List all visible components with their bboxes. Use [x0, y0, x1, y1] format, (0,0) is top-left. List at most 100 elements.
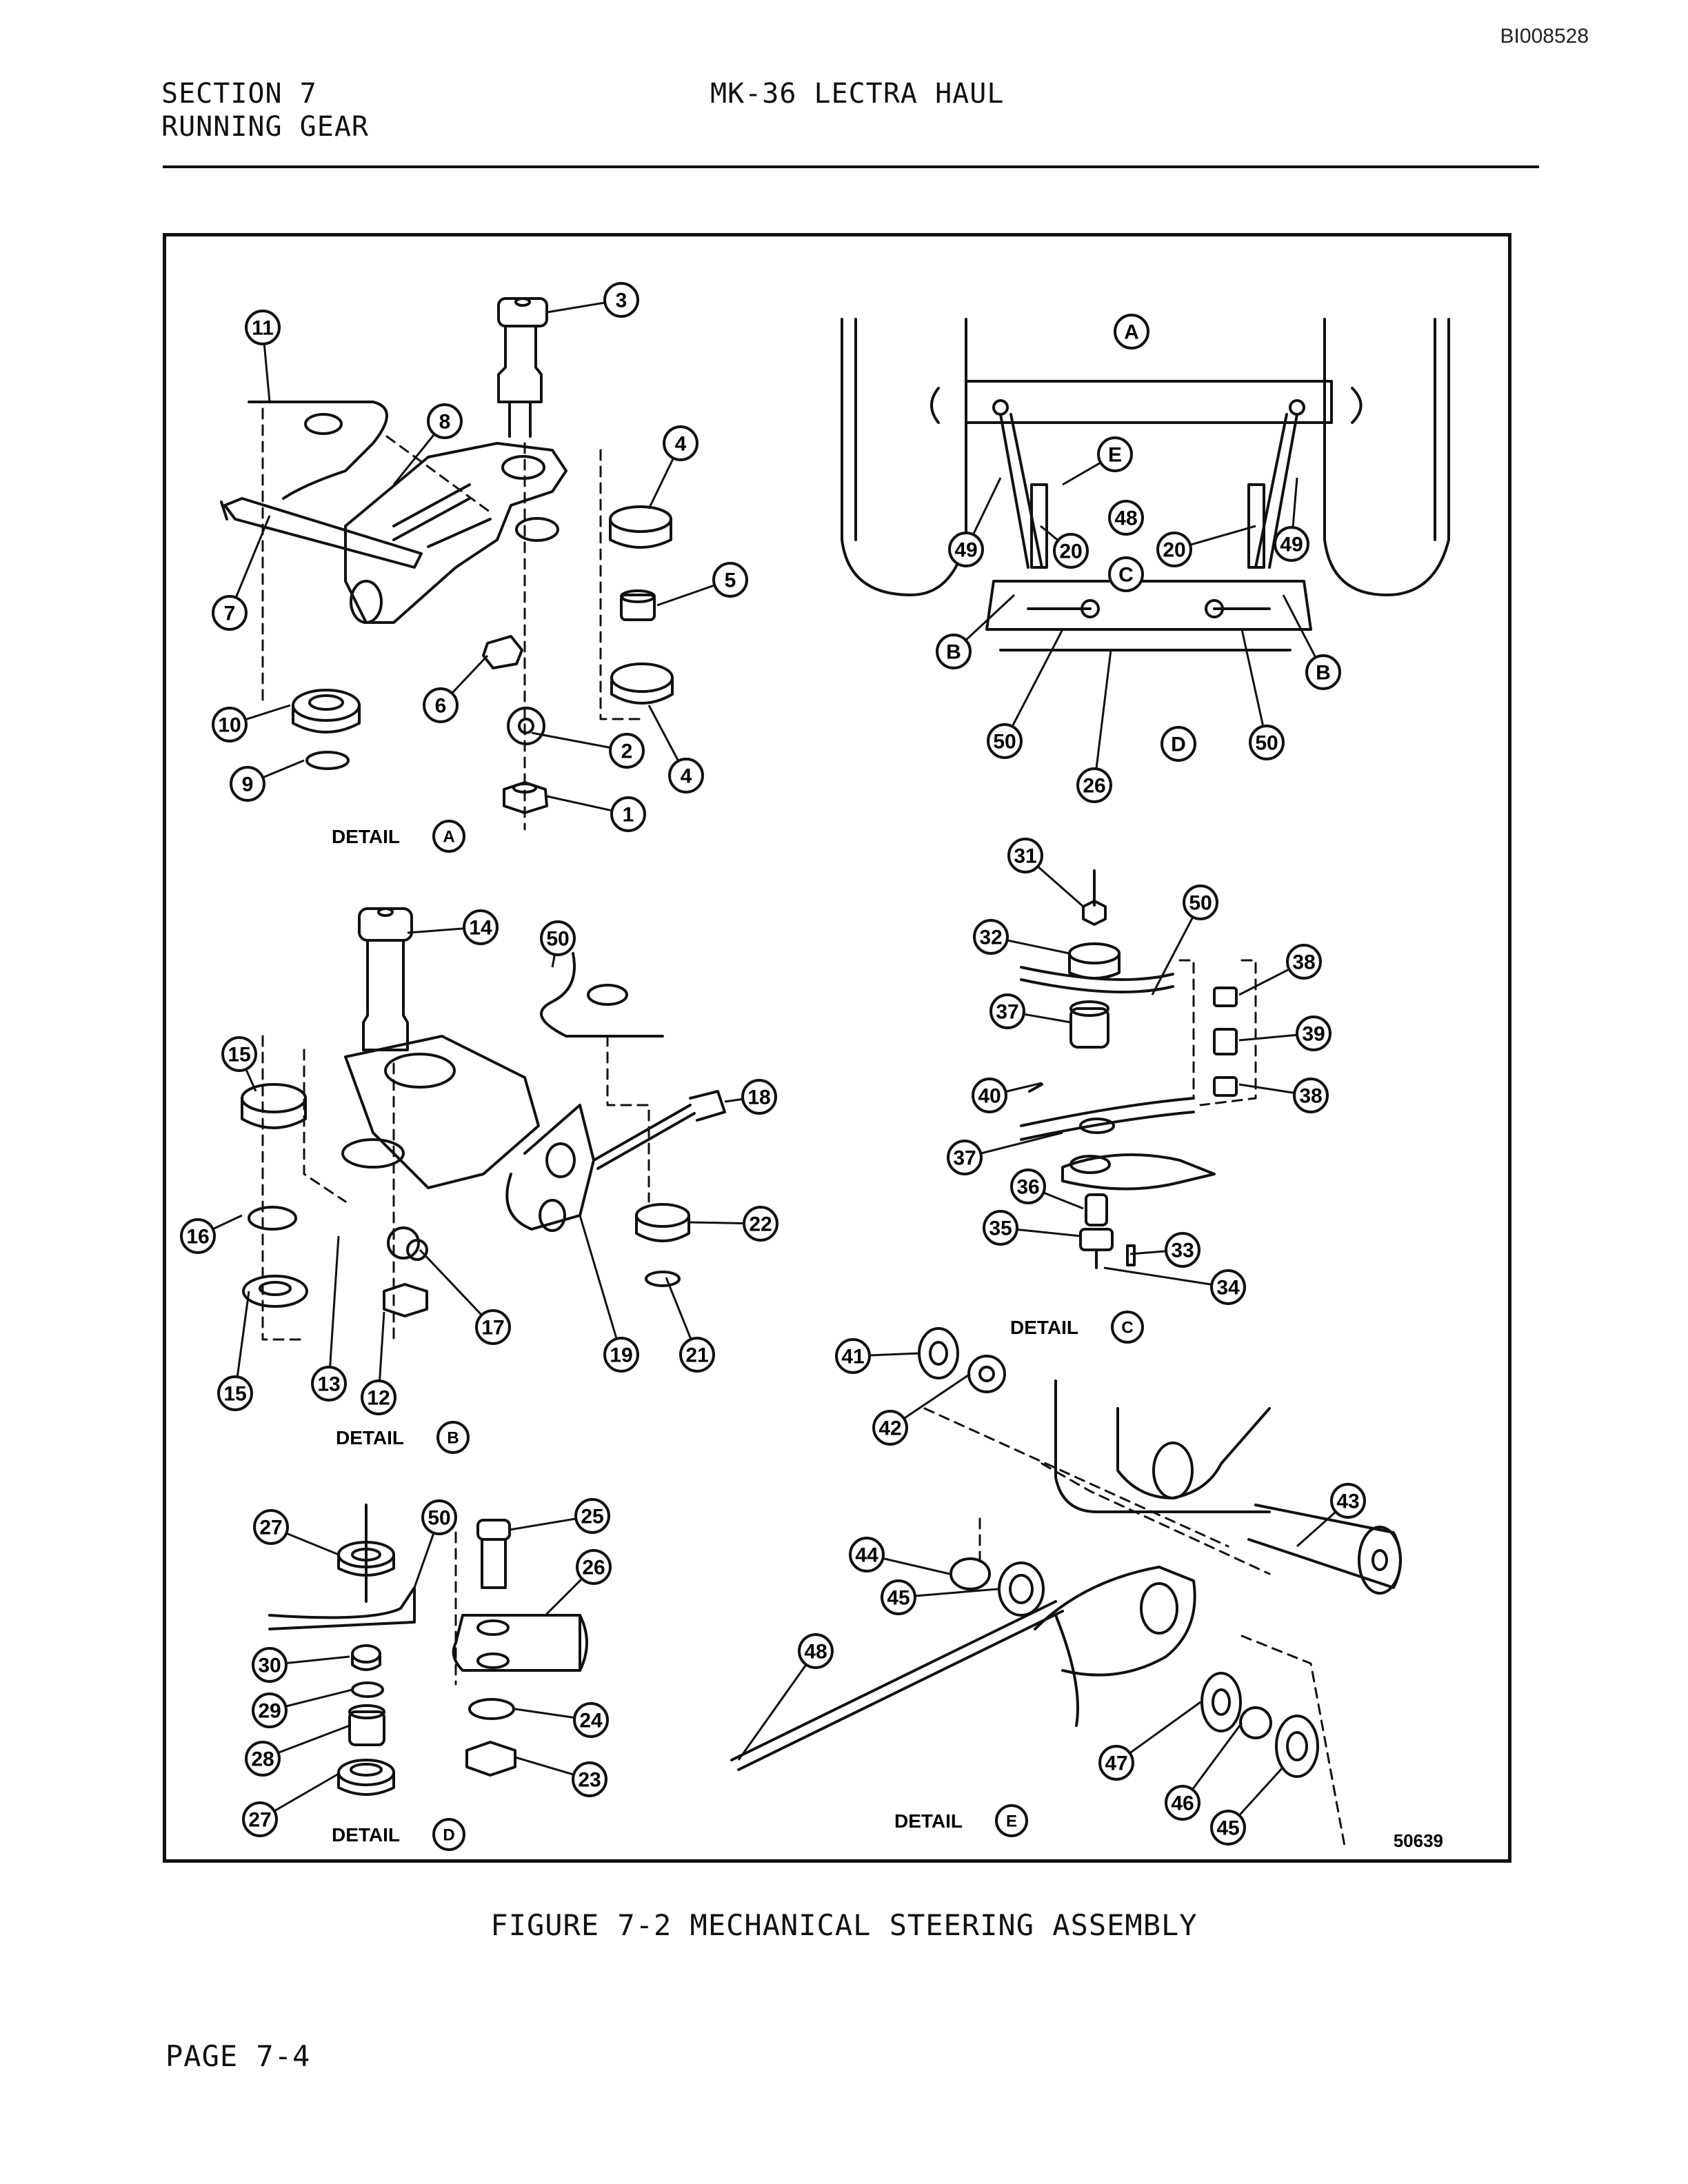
callout-number: 37 — [996, 1001, 1018, 1024]
callout-balloon — [421, 1499, 457, 1535]
callout-balloon — [1274, 526, 1309, 562]
callout-balloon — [609, 733, 645, 769]
callout-balloon — [1330, 1483, 1366, 1519]
callout-number: 39 — [1302, 1023, 1325, 1046]
callout-number: 50 — [1189, 892, 1212, 915]
callout-balloon — [1249, 725, 1285, 760]
callout-number: 6 — [435, 695, 447, 718]
callout-number: D — [1171, 734, 1186, 756]
callout-number: 4 — [681, 765, 692, 788]
callout-number: 26 — [1083, 775, 1105, 798]
callout-balloon — [475, 1309, 511, 1345]
detail-b-drawing — [241, 907, 726, 1341]
callout-balloon — [849, 1537, 885, 1573]
callout-number: 12 — [367, 1387, 390, 1410]
callout-number: 4 — [675, 433, 687, 456]
callout-number: 2 — [621, 740, 633, 763]
detail-c-drawing — [1020, 869, 1257, 1269]
callout-balloon — [973, 919, 1009, 955]
callout-balloon — [741, 1079, 777, 1115]
callout-balloon — [221, 1036, 257, 1072]
callout-balloon — [936, 634, 972, 669]
detail-letter-balloon — [436, 1421, 470, 1454]
callout-balloon — [987, 723, 1023, 759]
callout-number: 5 — [725, 569, 736, 592]
callout-balloon — [1210, 1810, 1246, 1846]
callout-leader — [328, 1235, 340, 1384]
detail-label: DETAIL — [332, 1824, 400, 1846]
callout-balloon — [1114, 314, 1149, 350]
detail-label: DETAIL — [332, 826, 400, 847]
callout-balloon — [1076, 767, 1112, 803]
manual-title: MK-36 LECTRA HAUL — [710, 78, 1005, 110]
detail-label: DETAIL — [1010, 1317, 1078, 1338]
callout-balloon — [463, 909, 499, 945]
callout-number: 20 — [1163, 539, 1185, 562]
callout-number: 24 — [579, 1710, 603, 1732]
callout-number: 35 — [989, 1217, 1012, 1240]
callout-number: 28 — [251, 1748, 274, 1771]
callout-balloon — [872, 1410, 908, 1446]
callout-balloon — [361, 1379, 396, 1415]
detail-letter-balloon — [1111, 1311, 1144, 1344]
callout-balloon — [1010, 1169, 1046, 1204]
callout-balloon — [1156, 532, 1192, 567]
callout-balloon — [572, 1761, 607, 1797]
callout-number: 31 — [1014, 845, 1036, 868]
section-title: RUNNING GEAR — [161, 111, 369, 143]
callout-number: 26 — [582, 1557, 605, 1579]
callout-leader — [1103, 1266, 1229, 1288]
callout-balloon — [603, 1337, 639, 1373]
callout-number: 34 — [1216, 1277, 1240, 1300]
callout-number: 40 — [978, 1085, 1001, 1108]
callout-number: 49 — [954, 539, 977, 562]
callout-number: 38 — [1299, 1085, 1322, 1108]
callout-balloon — [245, 1741, 281, 1777]
callout-number: 48 — [804, 1641, 827, 1664]
callout-number: 42 — [878, 1417, 901, 1440]
callout-number: 30 — [258, 1655, 281, 1677]
callout-number: 13 — [317, 1373, 340, 1396]
callout-balloon — [1183, 884, 1218, 920]
callout-balloon — [1165, 1785, 1200, 1821]
callout-balloon — [180, 1218, 216, 1254]
callout-balloon — [1293, 1078, 1329, 1113]
figure-caption: FIGURE 7-2 MECHANICAL STEERING ASSEMBLY — [490, 1908, 1198, 1942]
detail-letter: A — [443, 828, 454, 847]
callout-number: 46 — [1171, 1792, 1194, 1815]
callout-number: 50 — [1255, 732, 1278, 755]
callout-number: 27 — [259, 1517, 282, 1539]
callout-balloon — [212, 707, 248, 742]
detail-letter-balloon — [432, 820, 465, 853]
page-number: PAGE 7-4 — [165, 2039, 311, 2073]
callout-number: 43 — [1336, 1490, 1359, 1513]
callout-balloon — [540, 920, 576, 956]
callout-number: 41 — [841, 1346, 864, 1368]
callout-number: 25 — [581, 1506, 603, 1528]
callout-balloon — [798, 1633, 834, 1669]
detail-letter: E — [1006, 1812, 1017, 1831]
callout-balloon — [212, 595, 248, 631]
callout-number: B — [1316, 662, 1331, 685]
section-number: SECTION 7 — [161, 78, 317, 110]
callout-balloon — [1053, 533, 1089, 569]
callout-balloon — [835, 1338, 871, 1374]
detail-a-drawing — [220, 297, 674, 831]
callout-balloon — [1108, 500, 1144, 536]
callout-balloon — [217, 1375, 253, 1411]
callout-balloon — [423, 687, 459, 723]
document-id: BI008528 — [1500, 25, 1589, 48]
detail-letter-balloon — [432, 1818, 465, 1851]
callout-balloon — [311, 1366, 347, 1402]
section-header: SECTION 7 RUNNING GEAR — [161, 77, 369, 143]
callout-number: 47 — [1105, 1752, 1127, 1775]
callout-number: 44 — [855, 1544, 878, 1567]
callout-balloon — [603, 282, 639, 318]
callout-number: 38 — [1292, 951, 1315, 974]
callout-balloon — [948, 532, 984, 567]
callout-number: 3 — [616, 290, 627, 312]
callout-balloon — [1160, 726, 1196, 762]
